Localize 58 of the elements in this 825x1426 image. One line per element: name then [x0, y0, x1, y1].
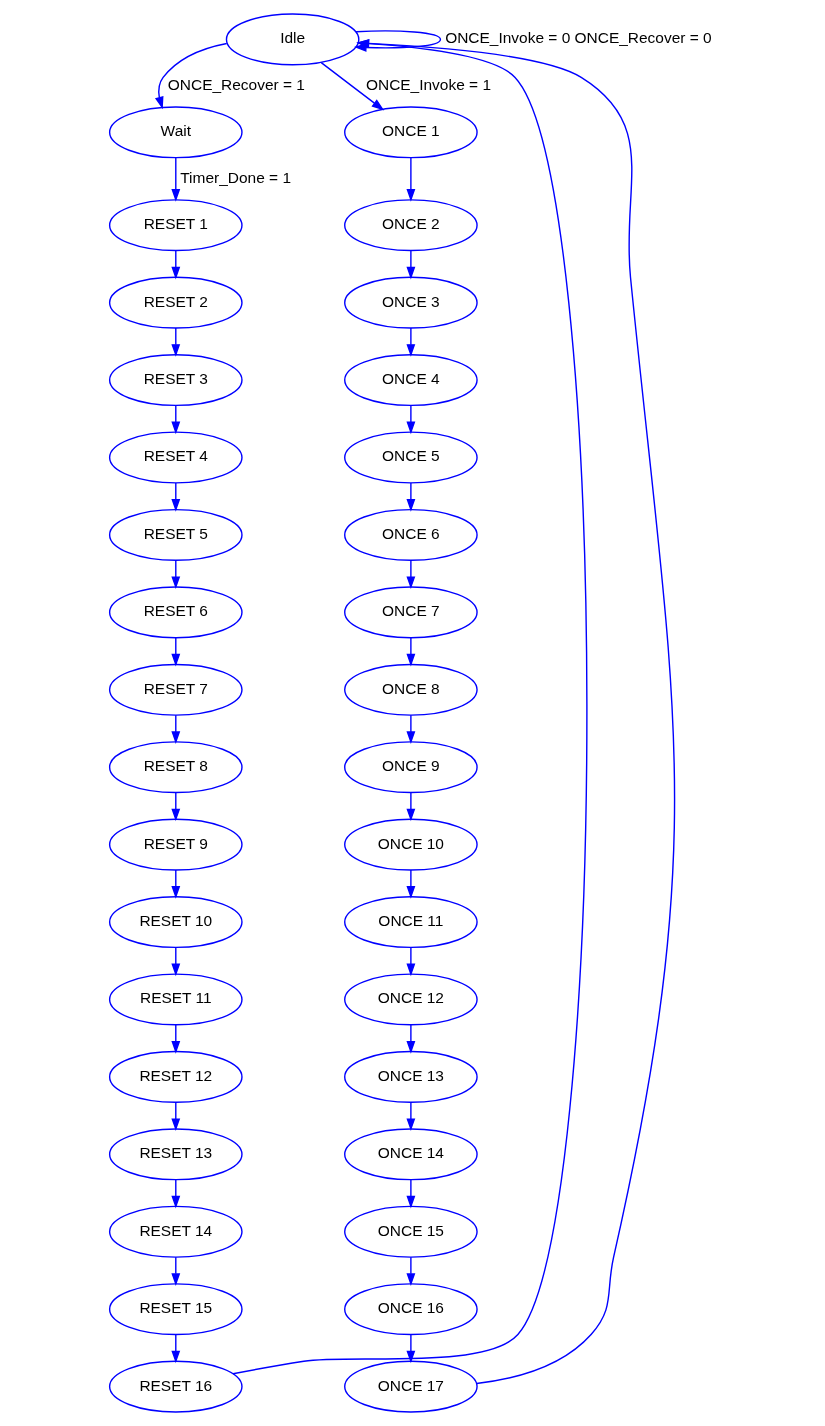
arrow — [405, 869, 415, 899]
arrow — [405, 1333, 415, 1364]
arrow — [170, 157, 180, 202]
arrow — [405, 946, 415, 977]
node-ellipse: RESET 4 — [108, 431, 243, 484]
node-ellipse: RESET 8 — [108, 741, 243, 794]
node-ellipse: ONCE 15 — [343, 1205, 478, 1258]
node-ellipse: ONCE 13 — [343, 1050, 478, 1103]
node-ellipse: RESET 11 — [108, 973, 243, 1026]
node-ellipse: ONCE 4 — [343, 354, 478, 407]
arrow — [405, 482, 415, 512]
node-ellipse: ONCE 17 — [343, 1360, 478, 1413]
node-ellipse: ONCE 10 — [343, 818, 478, 871]
node-ellipse: ONCE 6 — [343, 508, 478, 561]
arrow — [405, 404, 415, 435]
edge-label: Timer_Done = 1 — [179, 168, 291, 186]
node-ellipse: RESET 6 — [108, 586, 243, 639]
node-ellipse: RESET 12 — [108, 1050, 243, 1103]
node-ellipse: RESET 9 — [108, 818, 243, 871]
node-ellipse: ONCE 9 — [343, 741, 478, 794]
node-ellipse: ONCE 8 — [343, 663, 478, 716]
node-ellipse: ONCE 3 — [343, 276, 478, 329]
node-ellipse: RESET 1 — [108, 199, 243, 252]
edge-label: ONCE_Recover = 1 — [167, 75, 305, 93]
arrow — [405, 1179, 415, 1209]
node-ellipse: RESET 7 — [108, 663, 243, 716]
arrow — [405, 249, 415, 280]
node-ellipse: Wait — [108, 106, 243, 159]
arrow — [405, 637, 415, 667]
node-ellipse: RESET 10 — [108, 896, 243, 949]
edge-label: ONCE_Invoke = 1 — [365, 75, 491, 93]
node-ellipse: RESET 5 — [108, 508, 243, 561]
node-ellipse: RESET 2 — [108, 276, 243, 329]
node-ellipse: ONCE 2 — [343, 199, 478, 252]
arrow — [405, 1101, 415, 1132]
node-ellipse: RESET 15 — [108, 1283, 243, 1336]
node-ellipse: ONCE 11 — [343, 896, 478, 949]
arrow — [405, 1024, 415, 1054]
arrow — [405, 157, 415, 202]
node-ellipse: ONCE 1 — [343, 106, 478, 159]
node-ellipse: Idle — [225, 13, 359, 66]
arrow — [405, 327, 415, 357]
arrow — [405, 714, 415, 744]
node-ellipse: ONCE 16 — [343, 1283, 478, 1336]
arrow — [320, 61, 384, 111]
arrow — [405, 559, 415, 590]
arrow — [405, 1256, 415, 1286]
arrow — [154, 42, 227, 110]
node-ellipse: ONCE 12 — [343, 973, 478, 1026]
edge-label: ONCE_Invoke = 0 ONCE_Recover = 0 — [444, 29, 712, 47]
node-ellipse: ONCE 7 — [343, 586, 478, 639]
node-ellipse: ONCE 5 — [343, 431, 478, 484]
node-ellipse: RESET 3 — [108, 354, 243, 407]
node-ellipse: RESET 13 — [108, 1128, 243, 1181]
node-ellipse: ONCE 14 — [343, 1128, 478, 1181]
node-ellipse: RESET 16 — [108, 1360, 243, 1413]
arrow — [405, 791, 415, 822]
node-ellipse: RESET 14 — [108, 1205, 243, 1258]
